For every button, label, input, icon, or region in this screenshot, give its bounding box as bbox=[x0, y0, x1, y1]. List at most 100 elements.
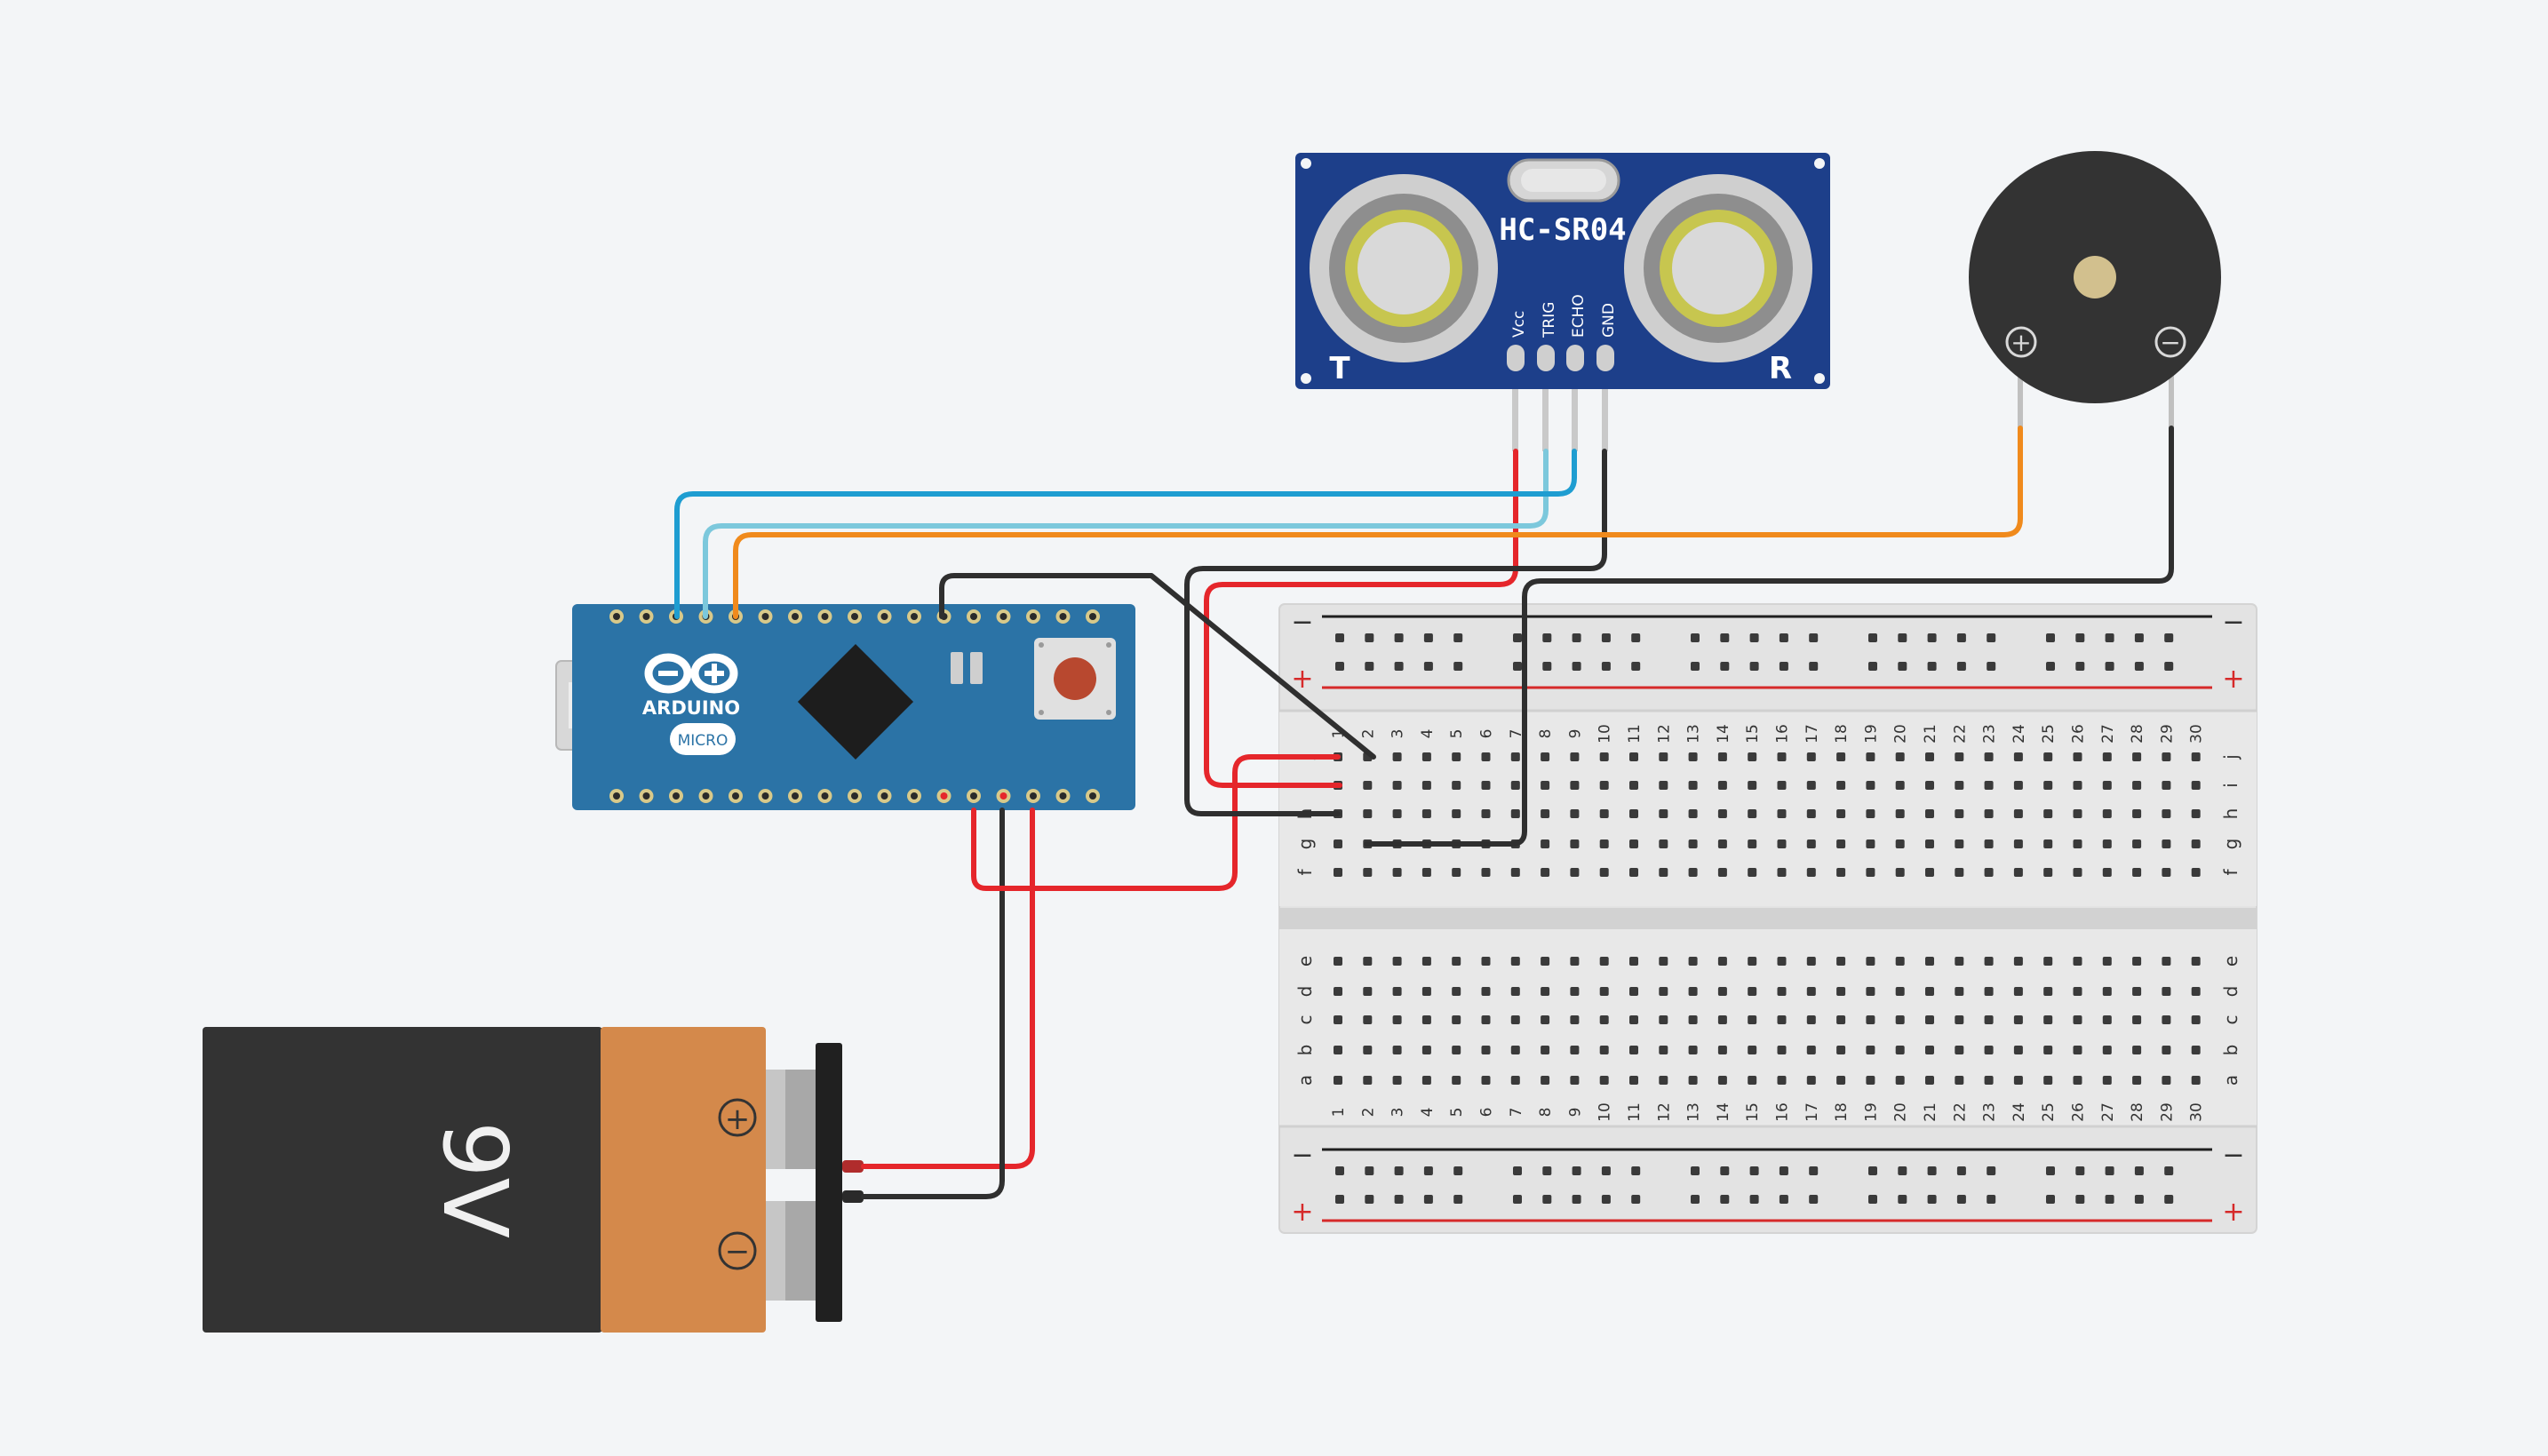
rail-hole[interactable] bbox=[1335, 633, 1344, 642]
rail-hole[interactable] bbox=[1394, 1195, 1404, 1204]
terminal-hole[interactable] bbox=[2132, 1046, 2142, 1054]
terminal-hole[interactable] bbox=[1748, 1015, 1757, 1024]
rail-hole[interactable] bbox=[1691, 662, 1700, 671]
terminal-hole[interactable] bbox=[1895, 809, 1905, 818]
terminal-hole[interactable] bbox=[2043, 987, 2053, 996]
terminal-hole[interactable] bbox=[2191, 752, 2201, 761]
terminal-hole[interactable] bbox=[1421, 1015, 1431, 1024]
battery-9v[interactable]: 9V + − bbox=[203, 1027, 864, 1333]
terminal-hole[interactable] bbox=[1421, 809, 1431, 818]
terminal-hole[interactable] bbox=[1806, 752, 1816, 761]
terminal-hole[interactable] bbox=[1541, 809, 1550, 818]
rail-hole[interactable] bbox=[1365, 662, 1374, 671]
terminal-hole[interactable] bbox=[1452, 781, 1461, 790]
rail-hole[interactable] bbox=[1601, 1166, 1611, 1175]
terminal-hole[interactable] bbox=[2073, 752, 2082, 761]
terminal-hole[interactable] bbox=[2102, 868, 2112, 877]
terminal-hole[interactable] bbox=[1836, 957, 1846, 966]
terminal-hole[interactable] bbox=[1452, 752, 1461, 761]
rail-hole[interactable] bbox=[1365, 1195, 1374, 1204]
terminal-hole[interactable] bbox=[1688, 809, 1698, 818]
terminal-hole[interactable] bbox=[1392, 809, 1402, 818]
rail-hole[interactable] bbox=[1513, 1195, 1522, 1204]
terminal-hole[interactable] bbox=[1688, 987, 1698, 996]
wire-sensor-trig[interactable] bbox=[703, 449, 1549, 619]
rail-hole[interactable] bbox=[2046, 662, 2055, 671]
terminal-hole[interactable] bbox=[1510, 1076, 1520, 1085]
terminal-hole[interactable] bbox=[1570, 987, 1580, 996]
rail-hole[interactable] bbox=[2075, 633, 2085, 642]
rail-hole[interactable] bbox=[1809, 1195, 1819, 1204]
wire-arduino-5v-to-breadboard[interactable] bbox=[971, 754, 1341, 891]
terminal-hole[interactable] bbox=[1481, 868, 1491, 877]
rail-hole[interactable] bbox=[1868, 1195, 1877, 1204]
rail-hole[interactable] bbox=[1691, 1195, 1700, 1204]
terminal-hole[interactable] bbox=[1866, 1015, 1875, 1024]
terminal-hole[interactable] bbox=[2073, 1076, 2082, 1085]
terminal-hole[interactable] bbox=[1629, 957, 1638, 966]
rail-hole[interactable] bbox=[1423, 633, 1433, 642]
terminal-hole[interactable] bbox=[1510, 957, 1520, 966]
terminal-hole[interactable] bbox=[1955, 987, 1964, 996]
terminal-hole[interactable] bbox=[1895, 781, 1905, 790]
terminal-hole[interactable] bbox=[1570, 809, 1580, 818]
terminal-hole[interactable] bbox=[1392, 957, 1402, 966]
rail-hole[interactable] bbox=[1572, 1195, 1581, 1204]
terminal-hole[interactable] bbox=[2102, 839, 2112, 848]
terminal-hole[interactable] bbox=[1599, 1076, 1609, 1085]
terminal-hole[interactable] bbox=[1984, 987, 1994, 996]
terminal-hole[interactable] bbox=[1925, 868, 1934, 877]
terminal-hole[interactable] bbox=[1363, 809, 1373, 818]
rail-hole[interactable] bbox=[1720, 633, 1730, 642]
terminal-hole[interactable] bbox=[2073, 957, 2082, 966]
rail-hole[interactable] bbox=[1956, 633, 1966, 642]
terminal-hole[interactable] bbox=[2162, 752, 2171, 761]
terminal-hole[interactable] bbox=[2073, 781, 2082, 790]
rail-hole[interactable] bbox=[1513, 1166, 1522, 1175]
terminal-hole[interactable] bbox=[2043, 809, 2053, 818]
terminal-hole[interactable] bbox=[1481, 987, 1491, 996]
terminal-hole[interactable] bbox=[1629, 1046, 1638, 1054]
terminal-hole[interactable] bbox=[1481, 752, 1491, 761]
terminal-hole[interactable] bbox=[1925, 987, 1934, 996]
terminal-hole[interactable] bbox=[2013, 1015, 2023, 1024]
rail-hole[interactable] bbox=[1749, 1166, 1759, 1175]
rail-hole[interactable] bbox=[1601, 1195, 1611, 1204]
rail-hole[interactable] bbox=[1423, 1166, 1433, 1175]
terminal-hole[interactable] bbox=[1777, 957, 1787, 966]
terminal-hole[interactable] bbox=[1541, 781, 1550, 790]
terminal-hole[interactable] bbox=[2043, 957, 2053, 966]
terminal-hole[interactable] bbox=[1334, 1076, 1342, 1085]
rail-hole[interactable] bbox=[1720, 662, 1730, 671]
terminal-hole[interactable] bbox=[1570, 957, 1580, 966]
rail-hole[interactable] bbox=[1779, 633, 1788, 642]
rail-hole[interactable] bbox=[2075, 1166, 2085, 1175]
rail-hole[interactable] bbox=[2134, 662, 2144, 671]
terminal-hole[interactable] bbox=[1421, 781, 1431, 790]
terminal-hole[interactable] bbox=[1688, 1046, 1698, 1054]
rail-hole[interactable] bbox=[1691, 1166, 1700, 1175]
wire-sensor-vcc[interactable] bbox=[1204, 449, 1518, 788]
terminal-hole[interactable] bbox=[1836, 839, 1846, 848]
terminal-hole[interactable] bbox=[1955, 1076, 1964, 1085]
rail-hole[interactable] bbox=[1927, 662, 1937, 671]
terminal-hole[interactable] bbox=[2132, 839, 2142, 848]
terminal-hole[interactable] bbox=[1421, 987, 1431, 996]
terminal-hole[interactable] bbox=[1510, 781, 1520, 790]
terminal-hole[interactable] bbox=[2132, 752, 2142, 761]
terminal-hole[interactable] bbox=[1836, 752, 1846, 761]
rail-hole[interactable] bbox=[1691, 633, 1700, 642]
terminal-hole[interactable] bbox=[1955, 1015, 1964, 1024]
rail-hole[interactable] bbox=[1365, 1166, 1374, 1175]
terminal-hole[interactable] bbox=[2162, 781, 2171, 790]
rail-hole[interactable] bbox=[1720, 1166, 1730, 1175]
terminal-hole[interactable] bbox=[2102, 752, 2112, 761]
terminal-hole[interactable] bbox=[1688, 868, 1698, 877]
rail-hole[interactable] bbox=[1749, 662, 1759, 671]
terminal-hole[interactable] bbox=[1510, 809, 1520, 818]
terminal-hole[interactable] bbox=[1984, 752, 1994, 761]
terminal-hole[interactable] bbox=[1836, 809, 1846, 818]
rail-hole[interactable] bbox=[1987, 1195, 1996, 1204]
rail-hole[interactable] bbox=[1513, 662, 1522, 671]
terminal-hole[interactable] bbox=[2043, 1046, 2053, 1054]
